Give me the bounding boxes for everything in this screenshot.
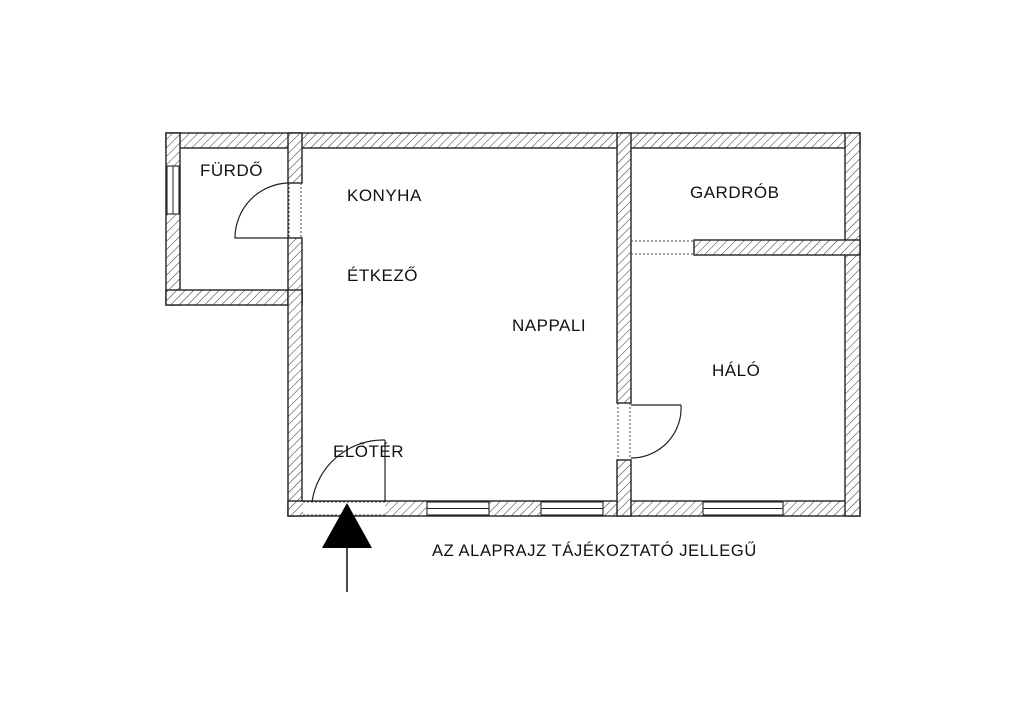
disclaimer-note: AZ ALAPRAJZ TÁJÉKOZTATÓ JELLEGŰ [432,541,757,560]
wall-living-left [287,289,303,517]
room-label-nappali: NAPPALI [512,316,586,335]
wall-bath-bottom [165,289,303,306]
room-label-gardrob: GARDRÓB [690,183,779,202]
room-label-konyha: KONYHA [347,186,422,205]
wall-bath-left [165,132,181,306]
door-bathroom [234,182,302,239]
entrance-arrow-icon [322,503,372,592]
wardrobe-opening [631,240,694,255]
door-entrance [311,439,386,503]
wall-interior-lower [616,459,632,517]
wall-interior-upper [616,132,632,404]
wall-bath-right-upper [287,132,303,184]
wall-right [844,132,861,517]
room-label-eloter: ELŐTÉR [333,442,404,461]
room-label-furdo: FÜRDŐ [200,161,263,180]
room-label-etkezo: ÉTKEZŐ [347,266,418,285]
windows [166,165,784,516]
wall-top [165,132,861,149]
wall-wardrobe [693,239,861,256]
room-label-halo: HÁLÓ [712,361,760,380]
door-bedroom [617,403,682,460]
